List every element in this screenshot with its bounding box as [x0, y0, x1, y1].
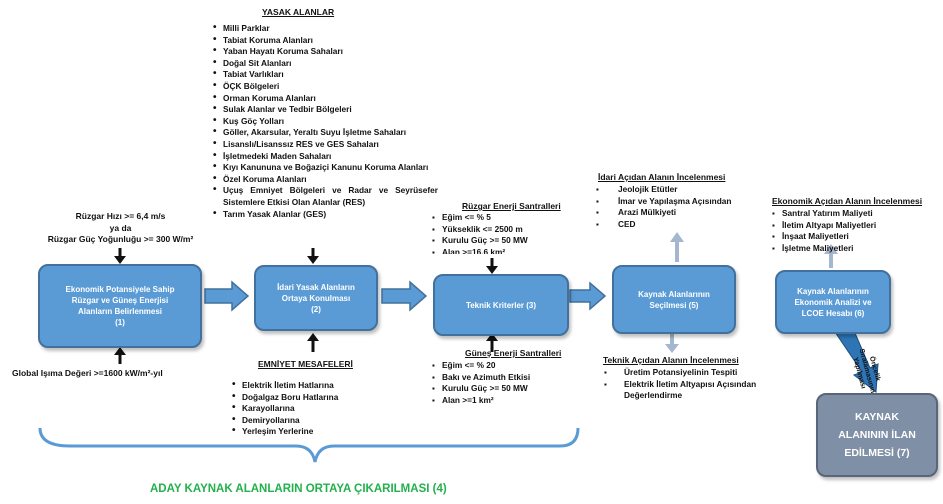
box-label: EDİLMESİ (7)	[844, 447, 910, 459]
flow-arrow-icon	[204, 280, 250, 312]
list-item: ÖÇK Bölgeleri	[213, 80, 438, 93]
list-item: CED	[596, 219, 731, 231]
box-label: Alanların Belirlenmesi	[77, 307, 163, 316]
arrow-head-icon	[114, 256, 126, 264]
list-item: Alan >=1 km²	[432, 395, 530, 407]
list-item: Kuş Göç Yolları	[213, 115, 438, 128]
box-label: (1)	[115, 318, 125, 327]
list-item: Lisanslı/Lisanssız RES ve GES Sahaları	[213, 138, 438, 151]
ekonomik-title: Ekonomik Açıdan Alanın İncelenmesi	[772, 196, 923, 206]
list-item: Kıyı Kanununa ve Boğaziçi Kanunu Koruma …	[213, 161, 438, 174]
solar-criteria: Global Işıma Değeri >=1600 kW/m²-yıl	[12, 368, 163, 378]
list-item: Arazi Mülkiyeti	[596, 207, 731, 219]
box-label: KAYNAK	[855, 411, 899, 423]
yasak-alanlar-title: YASAK ALANLAR	[262, 7, 335, 17]
list-item: Özel Koruma Alanları	[213, 173, 438, 186]
list-item: İşletme Maliyetleri	[772, 243, 876, 255]
step-box-5: Kaynak Alanlarının Seçilmesi (5)	[612, 265, 736, 334]
list-item: Orman Koruma Alanları	[213, 92, 438, 105]
list-item: Eğim <= % 5	[432, 212, 528, 224]
list-item: Jeolojik Etütler	[596, 184, 731, 196]
ekonomik-list: Santral Yatırım Maliyeti İletim Altyapı …	[772, 208, 876, 254]
list-item: İmar ve Yapılaşma Açısından	[596, 196, 731, 208]
list-item: Tabiat Varlıkları	[213, 68, 438, 81]
list-item: Eğim <= % 20	[432, 360, 530, 372]
list-item: İletim Altyapı Maliyetleri	[772, 220, 876, 232]
list-item: İşletmedeki Maden Sahaları	[213, 150, 438, 163]
box-label: İdari Yasak Alanların	[277, 282, 355, 292]
list-item: Kurulu Güç >= 50 MW	[432, 383, 530, 395]
box-label: Ekonomik Analizi ve	[794, 297, 872, 307]
step-box-6: Kaynak Alanlarının Ekonomik Analizi ve L…	[775, 270, 891, 334]
list-item: Doğal Sit Alanları	[213, 57, 438, 70]
list-item: Uçuş Emniyet Bölgeleri ve Radar ve Seyrü…	[213, 184, 438, 208]
list-item: Bakı ve Azimuth Etkisi	[432, 372, 530, 384]
box-label: (2)	[311, 304, 321, 314]
wind-criteria-line2: ya da	[109, 222, 132, 233]
box-label: Ekonomik Potansiyele Sahip	[65, 285, 175, 294]
gunes-list: Eğim <= % 20 Bakı ve Azimuth Etkisi Kuru…	[432, 360, 530, 406]
list-item: Milli Parklar	[213, 22, 438, 35]
list-item: Elektrik İletim Altyapısı Açısından Değe…	[604, 379, 764, 402]
wind-criteria-line3: Rüzgar Güç Yoğunluğu >= 300 W/m²	[47, 234, 194, 245]
arrow-head-icon	[307, 333, 319, 341]
list-item: Yaban Hayatı Koruma Sahaları	[213, 45, 438, 58]
box-label: Seçilmesi (5)	[649, 300, 699, 310]
box-label: Rüzgar ve Güneş Enerjisi	[71, 296, 169, 305]
idari-list: Jeolojik Etütler İmar ve Yapılaşma Açısı…	[596, 184, 731, 230]
bottom-label: ADAY KAYNAK ALANLARIN ORTAYA ÇIKARILMASI…	[150, 483, 447, 495]
list-item: Karayollarına	[232, 402, 338, 415]
list-item: Üretim Potansiyelinin Tespiti	[604, 367, 764, 379]
box-label: Kaynak Alanlarının	[638, 289, 710, 299]
wind-criteria: Rüzgar Hızı >= 6,4 m/s ya da Rüzgar Güç …	[38, 211, 203, 246]
gunes-title: Güneş Enerji Santralleri	[465, 348, 562, 358]
list-item: Alan >=16,6 km²	[432, 247, 528, 254]
flow-arrow-icon	[569, 281, 607, 311]
list-item: Demiryollarına	[232, 414, 338, 427]
list-item: Yerleşim Yerlerine	[232, 425, 338, 438]
arrow-head-icon	[486, 333, 498, 341]
arrow-head-icon	[670, 232, 684, 242]
list-item: Tabiat Koruma Alanları	[213, 34, 438, 47]
teknik-acidan-list: Üretim Potansiyelinin Tespiti Elektrik İ…	[604, 367, 764, 402]
ruzgar-title: Rüzgar Enerji Santralleri	[462, 201, 561, 211]
list-item: Doğalgaz Boru Hatlarına	[232, 391, 338, 404]
flow-arrow-icon	[381, 280, 428, 312]
step-box-1: Ekonomik Potansiyele Sahip Rüzgar ve Gün…	[38, 264, 202, 348]
arrow-head-icon	[486, 266, 498, 274]
wind-criteria-line1: Rüzgar Hızı >= 6,4 m/s	[75, 211, 166, 221]
list-item: Göller, Akarsular, Yeraltı Suyu İşletme …	[213, 126, 438, 139]
emniyet-title: EMNİYET MESAFELERİ	[258, 359, 353, 369]
box-label: Ortaya Konulması	[281, 293, 351, 303]
idari-title: İdari Açıdan Alanın İncelenmesi	[598, 172, 726, 182]
box-label: Teknik Kriterler (3)	[465, 300, 537, 310]
list-item: Kurulu Güç >= 50 MW	[432, 235, 528, 247]
brace-icon	[38, 427, 580, 463]
step-box-3: Teknik Kriterler (3)	[433, 274, 569, 336]
list-item: Yükseklik <= 2500 m	[432, 224, 528, 236]
step-box-7: KAYNAK ALANININ İLAN EDİLMESİ (7)	[816, 393, 938, 477]
arrow-head-icon	[114, 347, 126, 355]
step-box-2: İdari Yasak Alanların Ortaya Konulması (…	[254, 265, 378, 331]
arrow-head-icon	[307, 256, 319, 264]
box-label: Kaynak Alanlarının	[797, 286, 869, 296]
ruzgar-list: Eğim <= % 5 Yükseklik <= 2500 m Kurulu G…	[432, 212, 528, 254]
list-item: Sulak Alanlar ve Tedbir Bölgeleri	[213, 103, 438, 116]
box-label: LCOE Hesabı (6)	[801, 308, 865, 318]
emniyet-list: Elektrik İletim Hatlarına Doğalgaz Boru …	[232, 379, 338, 438]
list-item: İnşaat Maliyetleri	[772, 231, 876, 243]
list-item: Tarım Yasak Alanlar (GES)	[213, 208, 438, 221]
yasak-alanlar-list: Milli Parklar Tabiat Koruma Alanları Yab…	[213, 22, 438, 221]
teknik-acidan-title: Teknik Açıdan Alanın İncelenmesi	[603, 355, 739, 365]
box-label: ALANININ İLAN	[838, 429, 916, 441]
list-item: Santral Yatırım Maliyeti	[772, 208, 876, 220]
arrow-head-icon	[665, 344, 679, 353]
list-item: Elektrik İletim Hatlarına	[232, 379, 338, 392]
